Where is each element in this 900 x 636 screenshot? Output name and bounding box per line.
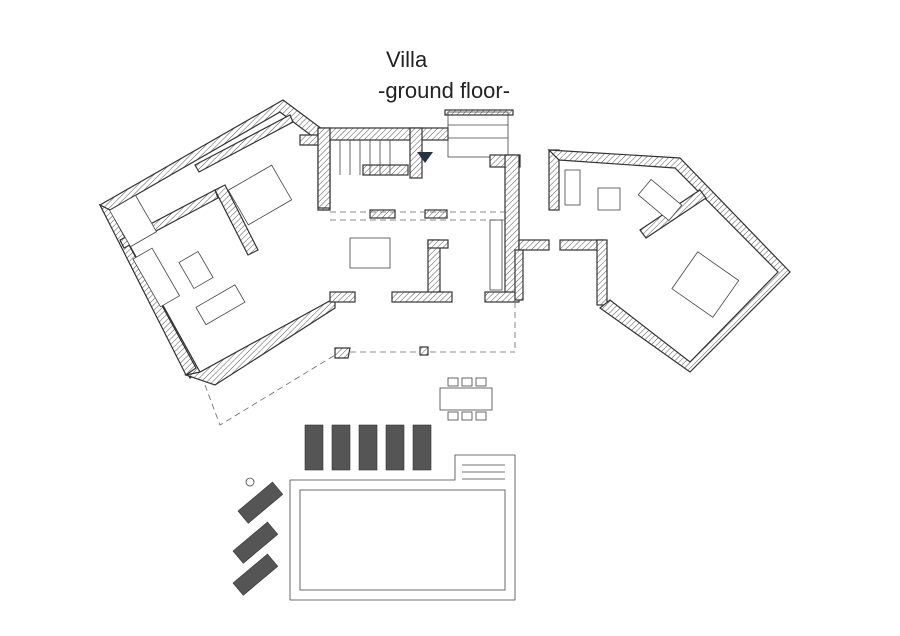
central-block [317,109,521,359]
left-wing [98,99,341,426]
bathtub [108,194,158,248]
coffee-table [178,250,214,290]
sun-loungers [232,424,432,596]
swimming-pool [289,454,516,601]
dining-table [349,237,391,269]
outdoor-dining [439,377,493,421]
sofa [132,247,181,308]
bed [227,164,293,226]
sofa [195,284,246,326]
plan-subtitle: -ground floor- [378,78,511,103]
entrance-marker-icon [417,152,433,163]
plan-title: Villa [386,47,428,72]
bathtub [637,178,683,222]
right-wing [514,149,791,373]
bed [671,251,740,318]
